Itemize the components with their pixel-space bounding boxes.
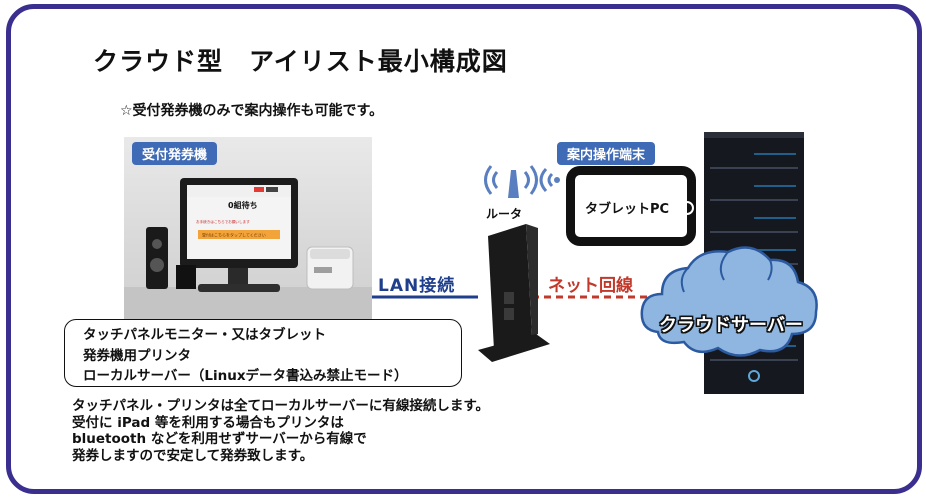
router [478, 165, 550, 362]
kiosk-photo: 0組待ち お手続きはこちらでお願いします 受付はこちらをタップしてください [124, 137, 372, 321]
lan-connection-label: LAN接続 [378, 276, 456, 296]
note-line: タッチパネル・プリンタは全てローカルサーバーに有線接続します。 [72, 398, 490, 414]
cloud-icon [640, 246, 818, 357]
diagram-subtitle: ☆受付発券機のみで案内操作も可能です。 [120, 103, 384, 119]
note-line: 発券しますので安定して発券致します。 [72, 447, 314, 464]
kiosk-screen-body: お手続きはこちらでお願いします [196, 219, 250, 224]
wifi-signal-icon [484, 165, 538, 195]
tablet: タブレットPC [566, 166, 696, 246]
notes-block: タッチパネル・プリンタは全てローカルサーバーに有線接続します。 受付に iPad… [72, 398, 489, 464]
kiosk-illustration: 0組待ち お手続きはこちらでお願いします 受付はこちらをタップしてください [124, 178, 372, 321]
diagram-title: クラウド型 アイリスト最小構成図 [93, 47, 508, 76]
tablet-text: タブレットPC [585, 202, 670, 217]
device-list-item: ローカルサーバー（Linuxデータ書込み禁止モード） [83, 368, 408, 384]
device-list-box: タッチパネルモニター・又はタブレット 発券機用プリンタ ローカルサーバー（Lin… [64, 319, 462, 387]
tablet-home-button-icon [680, 201, 694, 215]
cloud-server-label: クラウドサーバー [659, 315, 803, 336]
device-list-item: タッチパネルモニター・又はタブレット [83, 327, 326, 343]
kiosk-label: 受付発券機 [132, 142, 218, 165]
kiosk-screen-button: 受付はこちらをタップしてください [202, 232, 266, 238]
terminal-label: 案内操作端末 [557, 142, 656, 165]
tablet-wifi-icon [539, 168, 560, 192]
note-line: bluetooth などを利用せずサーバーから有線で [72, 431, 367, 447]
net-connection-label: ネット回線 [548, 276, 633, 296]
device-list-item: 発券機用プリンタ [83, 348, 191, 364]
router-label: ルータ [486, 207, 523, 221]
kiosk-screen-heading: 0組待ち [228, 200, 258, 210]
note-line: 受付に iPad 等を利用する場合もプリンタは [72, 414, 344, 431]
